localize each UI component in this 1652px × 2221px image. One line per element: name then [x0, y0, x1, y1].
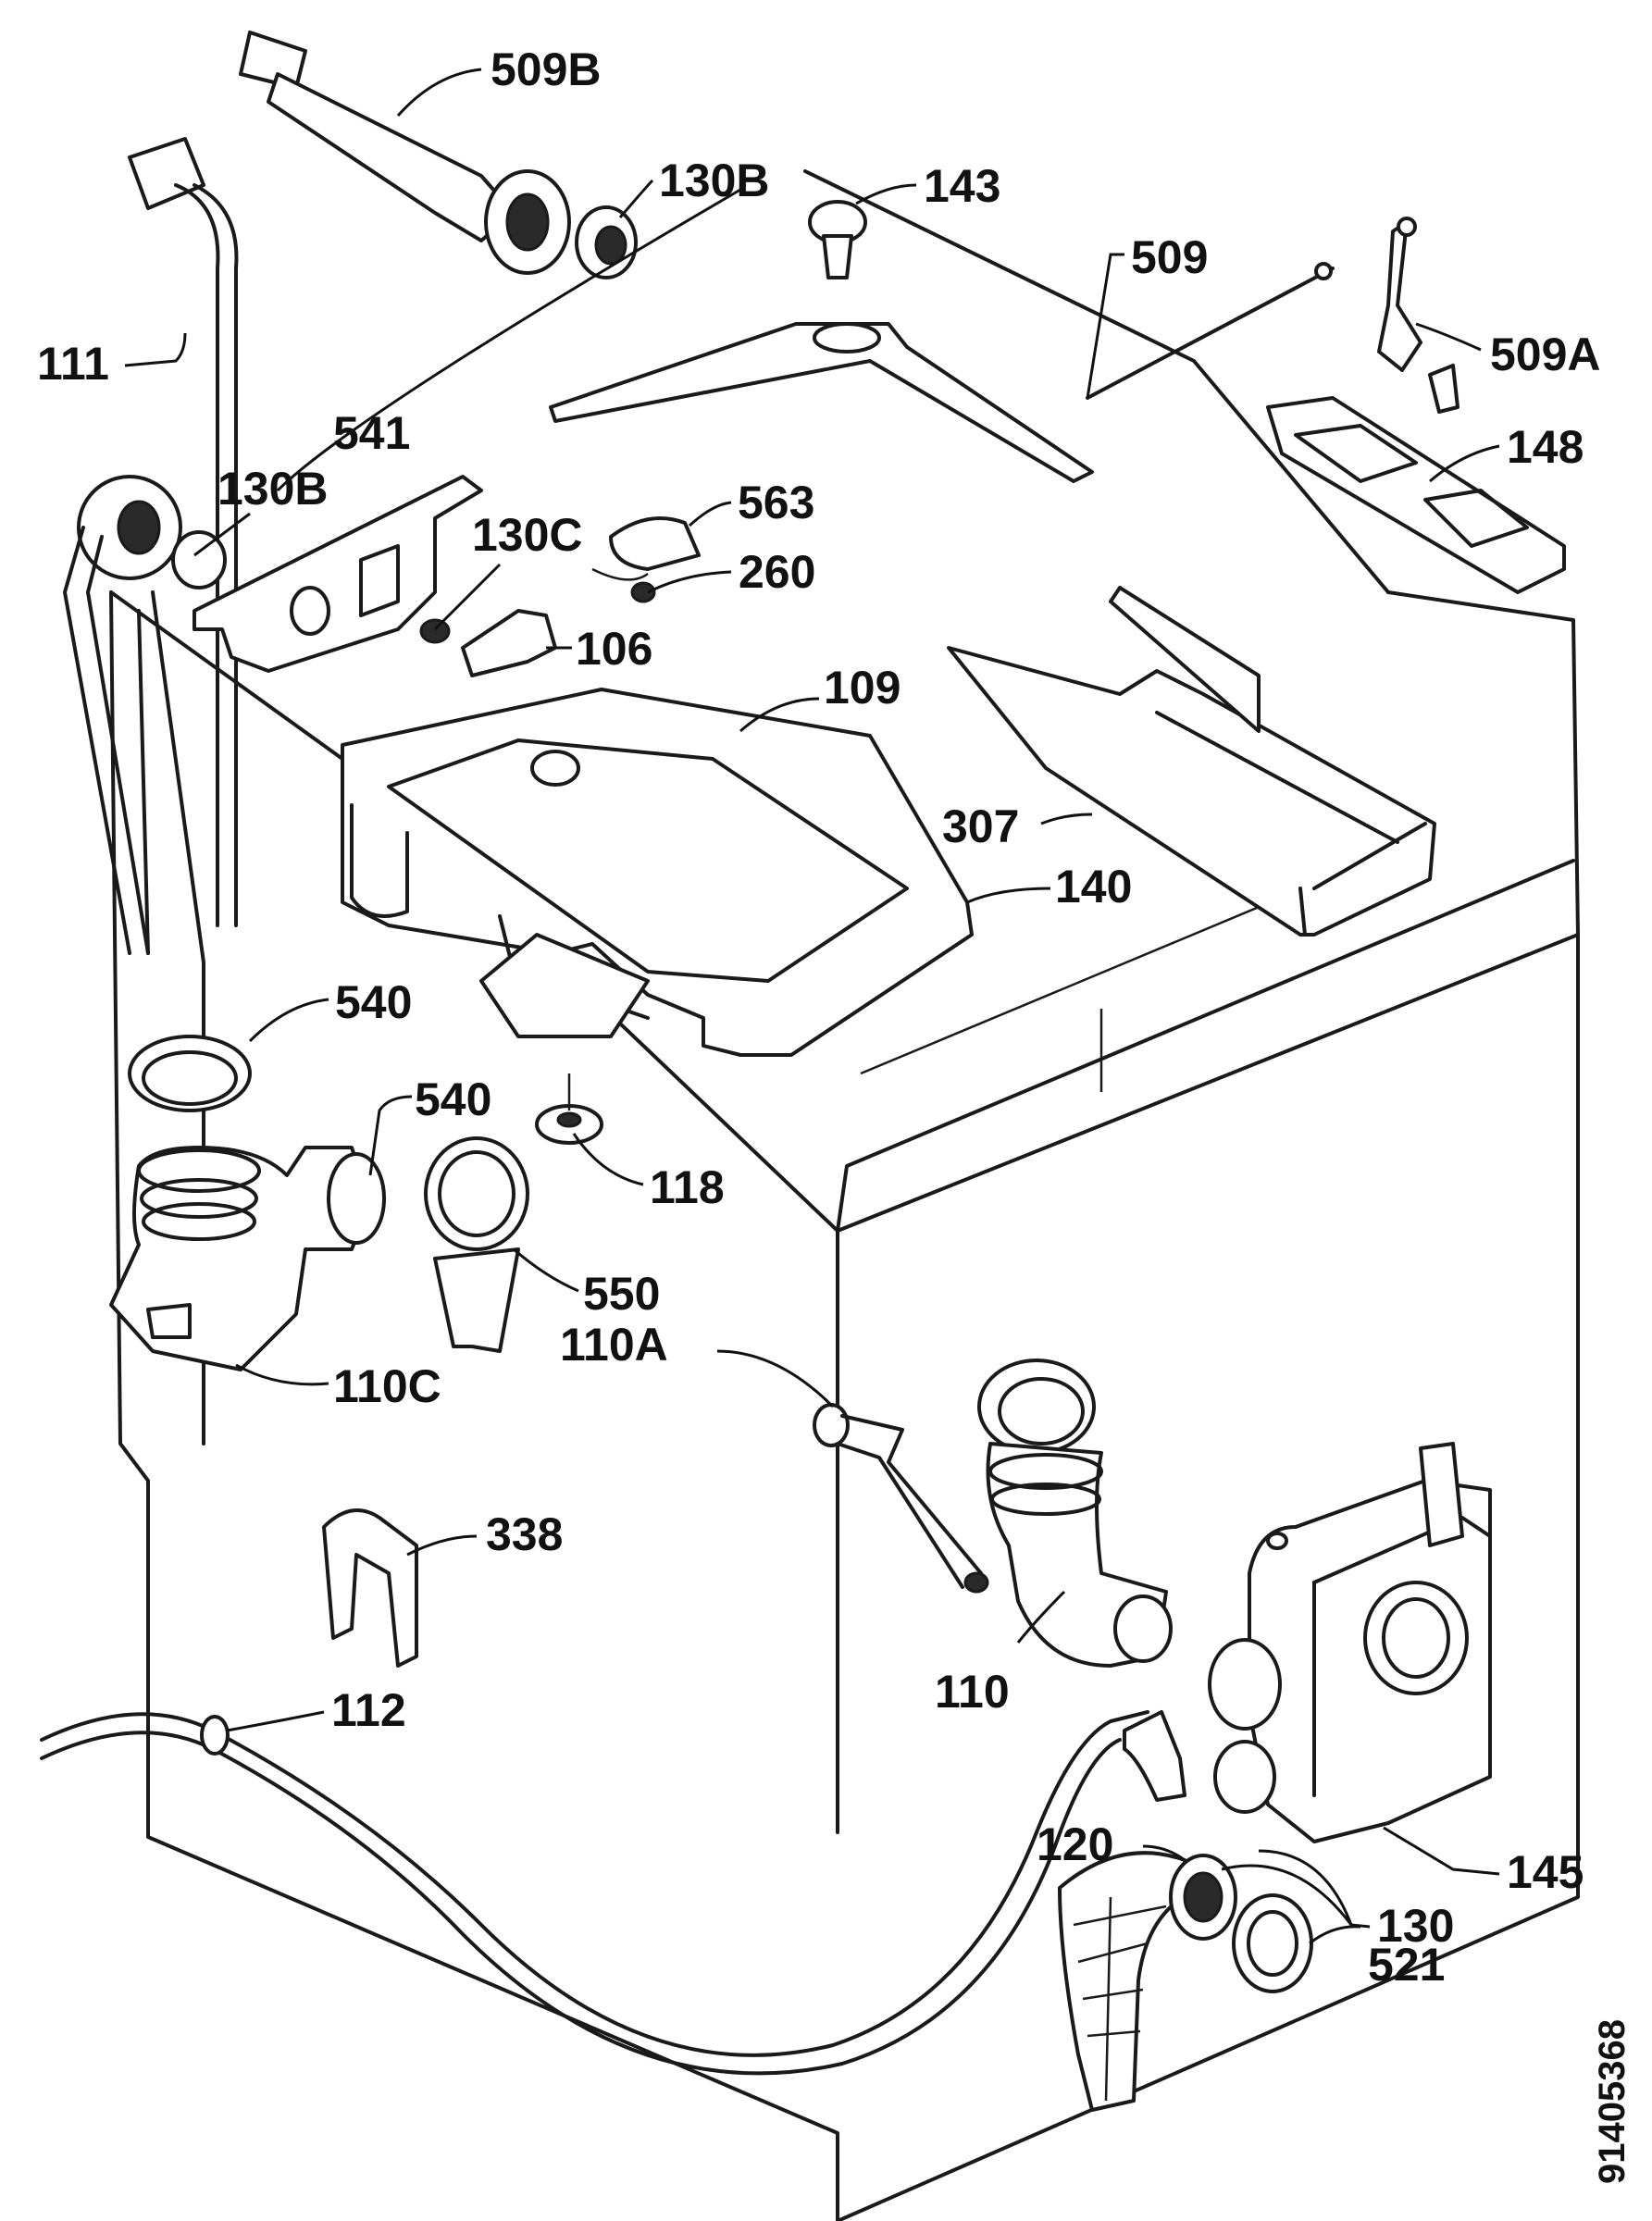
- rod-end: [1314, 262, 1333, 280]
- gear-118: [535, 1073, 603, 1145]
- label-307: 307: [942, 800, 1019, 852]
- filter-120: [1058, 1851, 1205, 2112]
- clamp-550: [424, 1136, 529, 1353]
- spring-260: [630, 581, 656, 603]
- valve-106: [461, 609, 557, 677]
- housing-148: [1266, 396, 1566, 594]
- label-338: 338: [486, 1508, 563, 1560]
- rod-509: [1086, 267, 1335, 400]
- label-110: 110: [935, 1666, 1010, 1718]
- part-563: [609, 516, 701, 571]
- bracket-509a: [1377, 217, 1459, 414]
- label-130b-mid: 130B: [217, 463, 329, 515]
- dispenser-housing-109: [341, 688, 974, 1057]
- label-521: 521: [1368, 1939, 1445, 1991]
- label-140: 140: [1055, 861, 1132, 912]
- label-130b-top: 130B: [659, 155, 770, 206]
- label-112: 112: [331, 1684, 406, 1736]
- elbow-110: [977, 1359, 1173, 1668]
- label-541: 541: [333, 407, 410, 459]
- sump-110c: [109, 1035, 386, 1371]
- label-120: 120: [1037, 1818, 1113, 1870]
- drawer-307: [947, 586, 1436, 937]
- label-509a: 509A: [1490, 329, 1601, 380]
- label-110c: 110C: [333, 1360, 441, 1412]
- label-509b: 509B: [491, 43, 602, 95]
- label-130c: 130C: [472, 509, 583, 561]
- inlet-hose-509b: [239, 31, 638, 279]
- pump-145: [1208, 1442, 1492, 1843]
- label-111: 111: [37, 338, 109, 390]
- hose-110a: [813, 1403, 989, 1594]
- ring-130: [1169, 1854, 1237, 1941]
- ring-130b-mid: [171, 530, 227, 589]
- label-550: 550: [583, 1268, 660, 1320]
- cap-521: [1232, 1893, 1313, 1993]
- label-148: 148: [1507, 421, 1584, 473]
- document-number: 91405368: [1592, 2019, 1633, 2184]
- label-260: 260: [739, 546, 815, 598]
- label-130: 130: [1377, 1900, 1454, 1952]
- label-540-top: 540: [335, 976, 412, 1028]
- knob-143: [808, 200, 867, 279]
- part-labels: 509B 130B 143 509 509A 111 541 130B 148 …: [37, 43, 1633, 2184]
- label-145: 145: [1507, 1846, 1584, 1898]
- clip-338: [322, 1508, 418, 1668]
- drain-hose-112: [40, 1710, 1186, 2076]
- label-118: 118: [650, 1161, 725, 1213]
- label-109: 109: [824, 662, 901, 713]
- hose-111: [63, 137, 239, 955]
- leader-lines: [124, 68, 1500, 1945]
- label-509: 509: [1131, 231, 1208, 283]
- label-106: 106: [576, 623, 652, 675]
- nozzle-130c: [419, 618, 451, 644]
- machine-cabinet: [109, 169, 1580, 2221]
- label-563: 563: [738, 477, 814, 528]
- lever-509: [549, 322, 1094, 483]
- label-143: 143: [924, 160, 1000, 212]
- label-540-mid: 540: [415, 1073, 491, 1125]
- panel-541: [193, 475, 483, 673]
- label-110a: 110A: [560, 1319, 668, 1371]
